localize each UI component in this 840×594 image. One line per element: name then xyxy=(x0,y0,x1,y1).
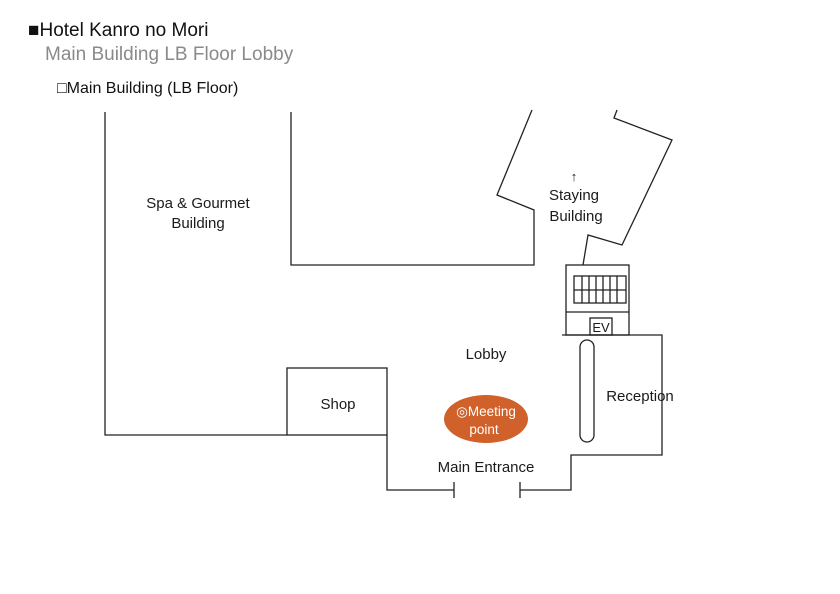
spa-building-wall xyxy=(104,112,287,436)
reception-wall xyxy=(520,334,663,491)
elevator-icon: EV xyxy=(589,317,613,336)
shop-label: Shop xyxy=(320,396,355,413)
entrance-left-wall xyxy=(386,435,454,491)
page-subtitle: Main Building LB Floor Lobby xyxy=(45,44,294,65)
shop-box xyxy=(286,367,388,436)
spa-building-label-1: Spa & Gourmet xyxy=(146,195,250,212)
meeting-point-marker xyxy=(444,395,528,443)
main-entrance-label: Main Entrance xyxy=(438,459,535,476)
reception-counter xyxy=(579,339,595,443)
stairs-icon xyxy=(565,264,630,336)
spa-building-inner-wall xyxy=(290,109,535,266)
staying-building-wall xyxy=(582,109,673,266)
meeting-point-label-1: ◎Meeting xyxy=(456,404,516,419)
lobby-label: Lobby xyxy=(466,346,507,363)
spa-building-label-2: Building xyxy=(171,215,224,232)
hotel-title: ■Hotel Kanro no Mori xyxy=(28,20,209,41)
elevator-label: EV xyxy=(592,320,610,335)
staying-building-label-1: Staying xyxy=(549,187,599,204)
reception-label: Reception xyxy=(606,388,674,405)
staying-building-label-2: Building xyxy=(549,208,602,225)
meeting-point-label-2: point xyxy=(469,422,499,437)
floor-label: □Main Building (LB Floor) xyxy=(57,80,239,97)
up-arrow-icon: ↑ xyxy=(571,169,578,184)
